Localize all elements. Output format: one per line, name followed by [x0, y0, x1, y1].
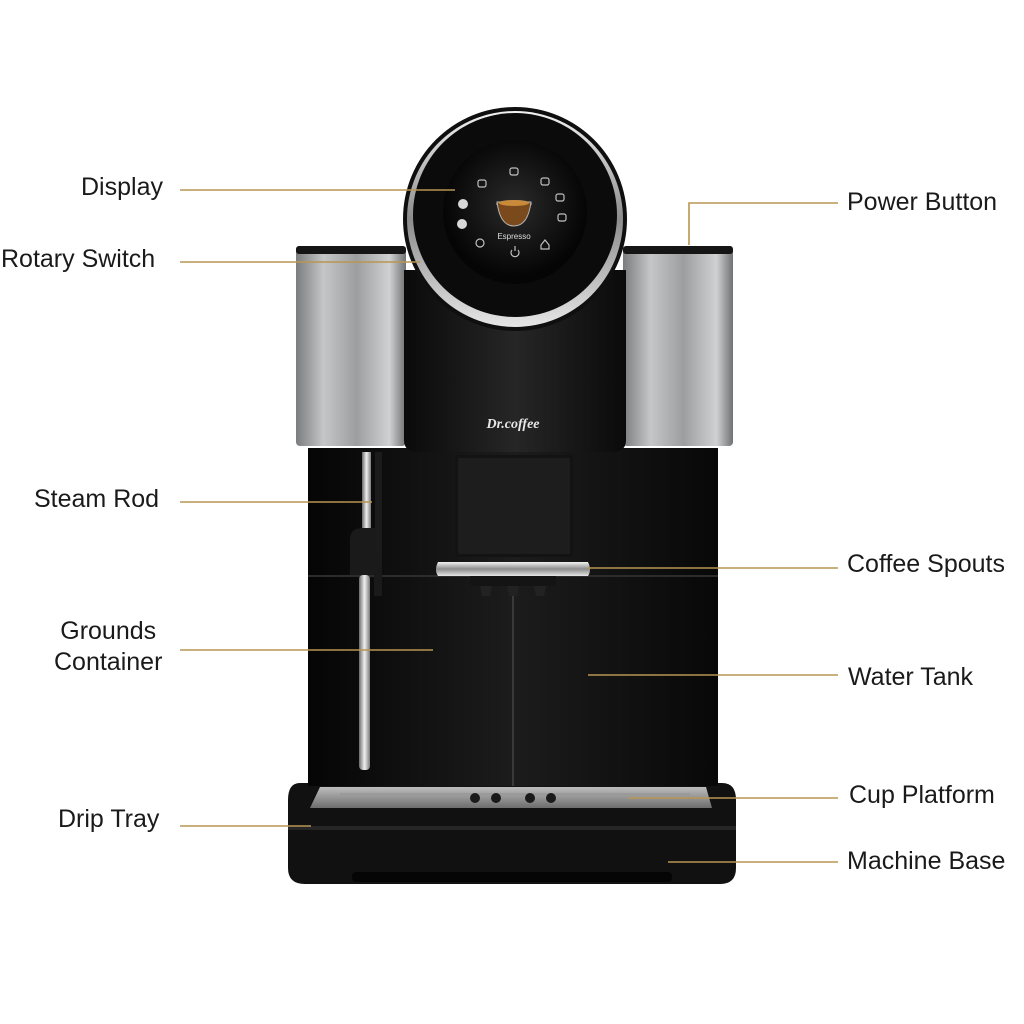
espresso-label: Espresso [497, 232, 531, 241]
drink-icon-3 [540, 177, 550, 186]
steam-rod [350, 452, 382, 770]
label-rotary-switch: Rotary Switch [1, 245, 156, 273]
label-display: Display [81, 173, 163, 201]
drink-option-icons [475, 167, 567, 258]
cup-platform [310, 787, 712, 808]
label-steam-rod: Steam Rod [34, 485, 160, 513]
label-grounds-container: Grounds Container [54, 616, 162, 679]
display-screen: Espresso [457, 167, 567, 258]
leader-power-button [688, 202, 838, 245]
leader-lines [180, 189, 838, 863]
coffee-spouts [436, 562, 590, 596]
milk-icon [457, 219, 467, 229]
label-coffee-spouts: Coffee Spouts [847, 550, 1005, 578]
label-water-tank: Water Tank [848, 663, 974, 691]
hot-water-icon [458, 199, 468, 209]
brand-logo: Dr.coffee [486, 417, 540, 432]
drink-icon-2 [509, 167, 519, 176]
label-power-button: Power Button [847, 188, 998, 216]
settings-icon [475, 238, 485, 248]
brew-unit [455, 455, 573, 557]
drink-icon-4 [555, 193, 565, 202]
drink-icon-1 [477, 179, 487, 188]
label-grounds-line2: Container [54, 648, 163, 677]
label-drip-tray: Drip Tray [58, 805, 160, 833]
espresso-cup-icon [496, 200, 532, 227]
power-icon [510, 246, 520, 258]
machine-base [288, 783, 736, 884]
steel-side-right [623, 246, 733, 446]
home-icon [540, 239, 550, 250]
label-cup-platform: Cup Platform [849, 781, 995, 809]
drink-icon-5 [557, 213, 567, 222]
label-machine-base: Machine Base [847, 847, 1006, 875]
label-grounds-line1: Grounds [60, 617, 157, 645]
steel-side-left [296, 246, 406, 446]
